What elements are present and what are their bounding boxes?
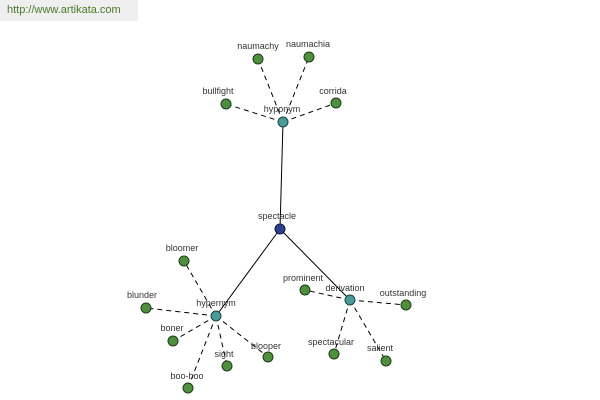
graph-labels: naumachy naumachia bullfight corrida hyponym… — [127, 39, 426, 381]
word-node-sight[interactable] — [221, 360, 233, 372]
edge-derivation-to-spectacular — [333, 299, 351, 355]
word-label-salient: salient — [367, 343, 394, 353]
relation-label-hypernym: hypernym — [196, 298, 236, 308]
word-label-boo-boo: boo-boo — [170, 371, 203, 381]
relation-node-hyponym[interactable] — [277, 116, 289, 128]
word-node-spectacular[interactable] — [328, 348, 340, 360]
word-node-naumachy[interactable] — [252, 53, 264, 65]
edge-hypernym-to-blooper — [215, 315, 269, 358]
word-node-bullfight[interactable] — [220, 98, 232, 110]
word-node-blunder[interactable] — [140, 302, 152, 314]
edge-hypernym-to-boo-boo — [187, 315, 217, 389]
relation-node-derivation[interactable] — [344, 294, 356, 306]
word-label-blunder: blunder — [127, 290, 157, 300]
word-label-naumachy: naumachy — [237, 41, 279, 51]
word-label-boner: boner — [160, 323, 183, 333]
edge-derivation-to-salient — [349, 299, 387, 362]
word-node-salient[interactable] — [380, 355, 392, 367]
word-node-prominent[interactable] — [299, 284, 311, 296]
word-node-naumachia[interactable] — [303, 51, 315, 63]
graph-edges — [145, 56, 407, 389]
edge-hyponym-to-naumachia — [282, 56, 310, 123]
relation-label-hyponym: hyponym — [264, 104, 301, 114]
edge-hyponym-to-corrida — [282, 102, 337, 123]
edge-hyponym-to-naumachy — [257, 58, 284, 123]
edge-hypernym-to-bloomer — [183, 260, 217, 317]
word-label-blooper: blooper — [251, 341, 281, 351]
word-label-bullfight: bullfight — [202, 86, 234, 96]
root-node-spectacle[interactable] — [274, 223, 286, 235]
edge-derivation-to-prominent — [304, 289, 351, 301]
word-node-bloomer[interactable] — [178, 255, 190, 267]
word-label-outstanding: outstanding — [380, 288, 427, 298]
word-node-blooper[interactable] — [262, 351, 274, 363]
word-label-bloomer: bloomer — [166, 243, 199, 253]
watermark-banner: http://www.artikata.com — [0, 0, 138, 21]
edge-root-to-hyponym — [279, 121, 284, 230]
edge-root-to-hypernym — [215, 228, 281, 317]
edge-hypernym-to-blunder — [145, 307, 217, 317]
word-node-outstanding[interactable] — [400, 299, 412, 311]
edge-root-to-derivation — [279, 228, 351, 301]
word-label-corrida: corrida — [319, 86, 347, 96]
edge-derivation-to-outstanding — [349, 299, 407, 306]
word-label-prominent: prominent — [283, 273, 324, 283]
word-node-corrida[interactable] — [330, 97, 342, 109]
relation-node-hypernym[interactable] — [210, 310, 222, 322]
word-label-naumachia: naumachia — [286, 39, 330, 49]
word-node-boo-boo[interactable] — [182, 382, 194, 394]
word-node-boner[interactable] — [167, 335, 179, 347]
watermark-url: http://www.artikata.com — [7, 4, 121, 16]
edge-hyponym-to-bullfight — [225, 103, 284, 123]
graph-nodes — [140, 51, 412, 394]
word-label-spectacular: spectacular — [308, 337, 354, 347]
relation-label-derivation: derivation — [325, 283, 364, 293]
root-label: spectacle — [258, 211, 296, 221]
word-label-sight: sight — [214, 349, 234, 359]
